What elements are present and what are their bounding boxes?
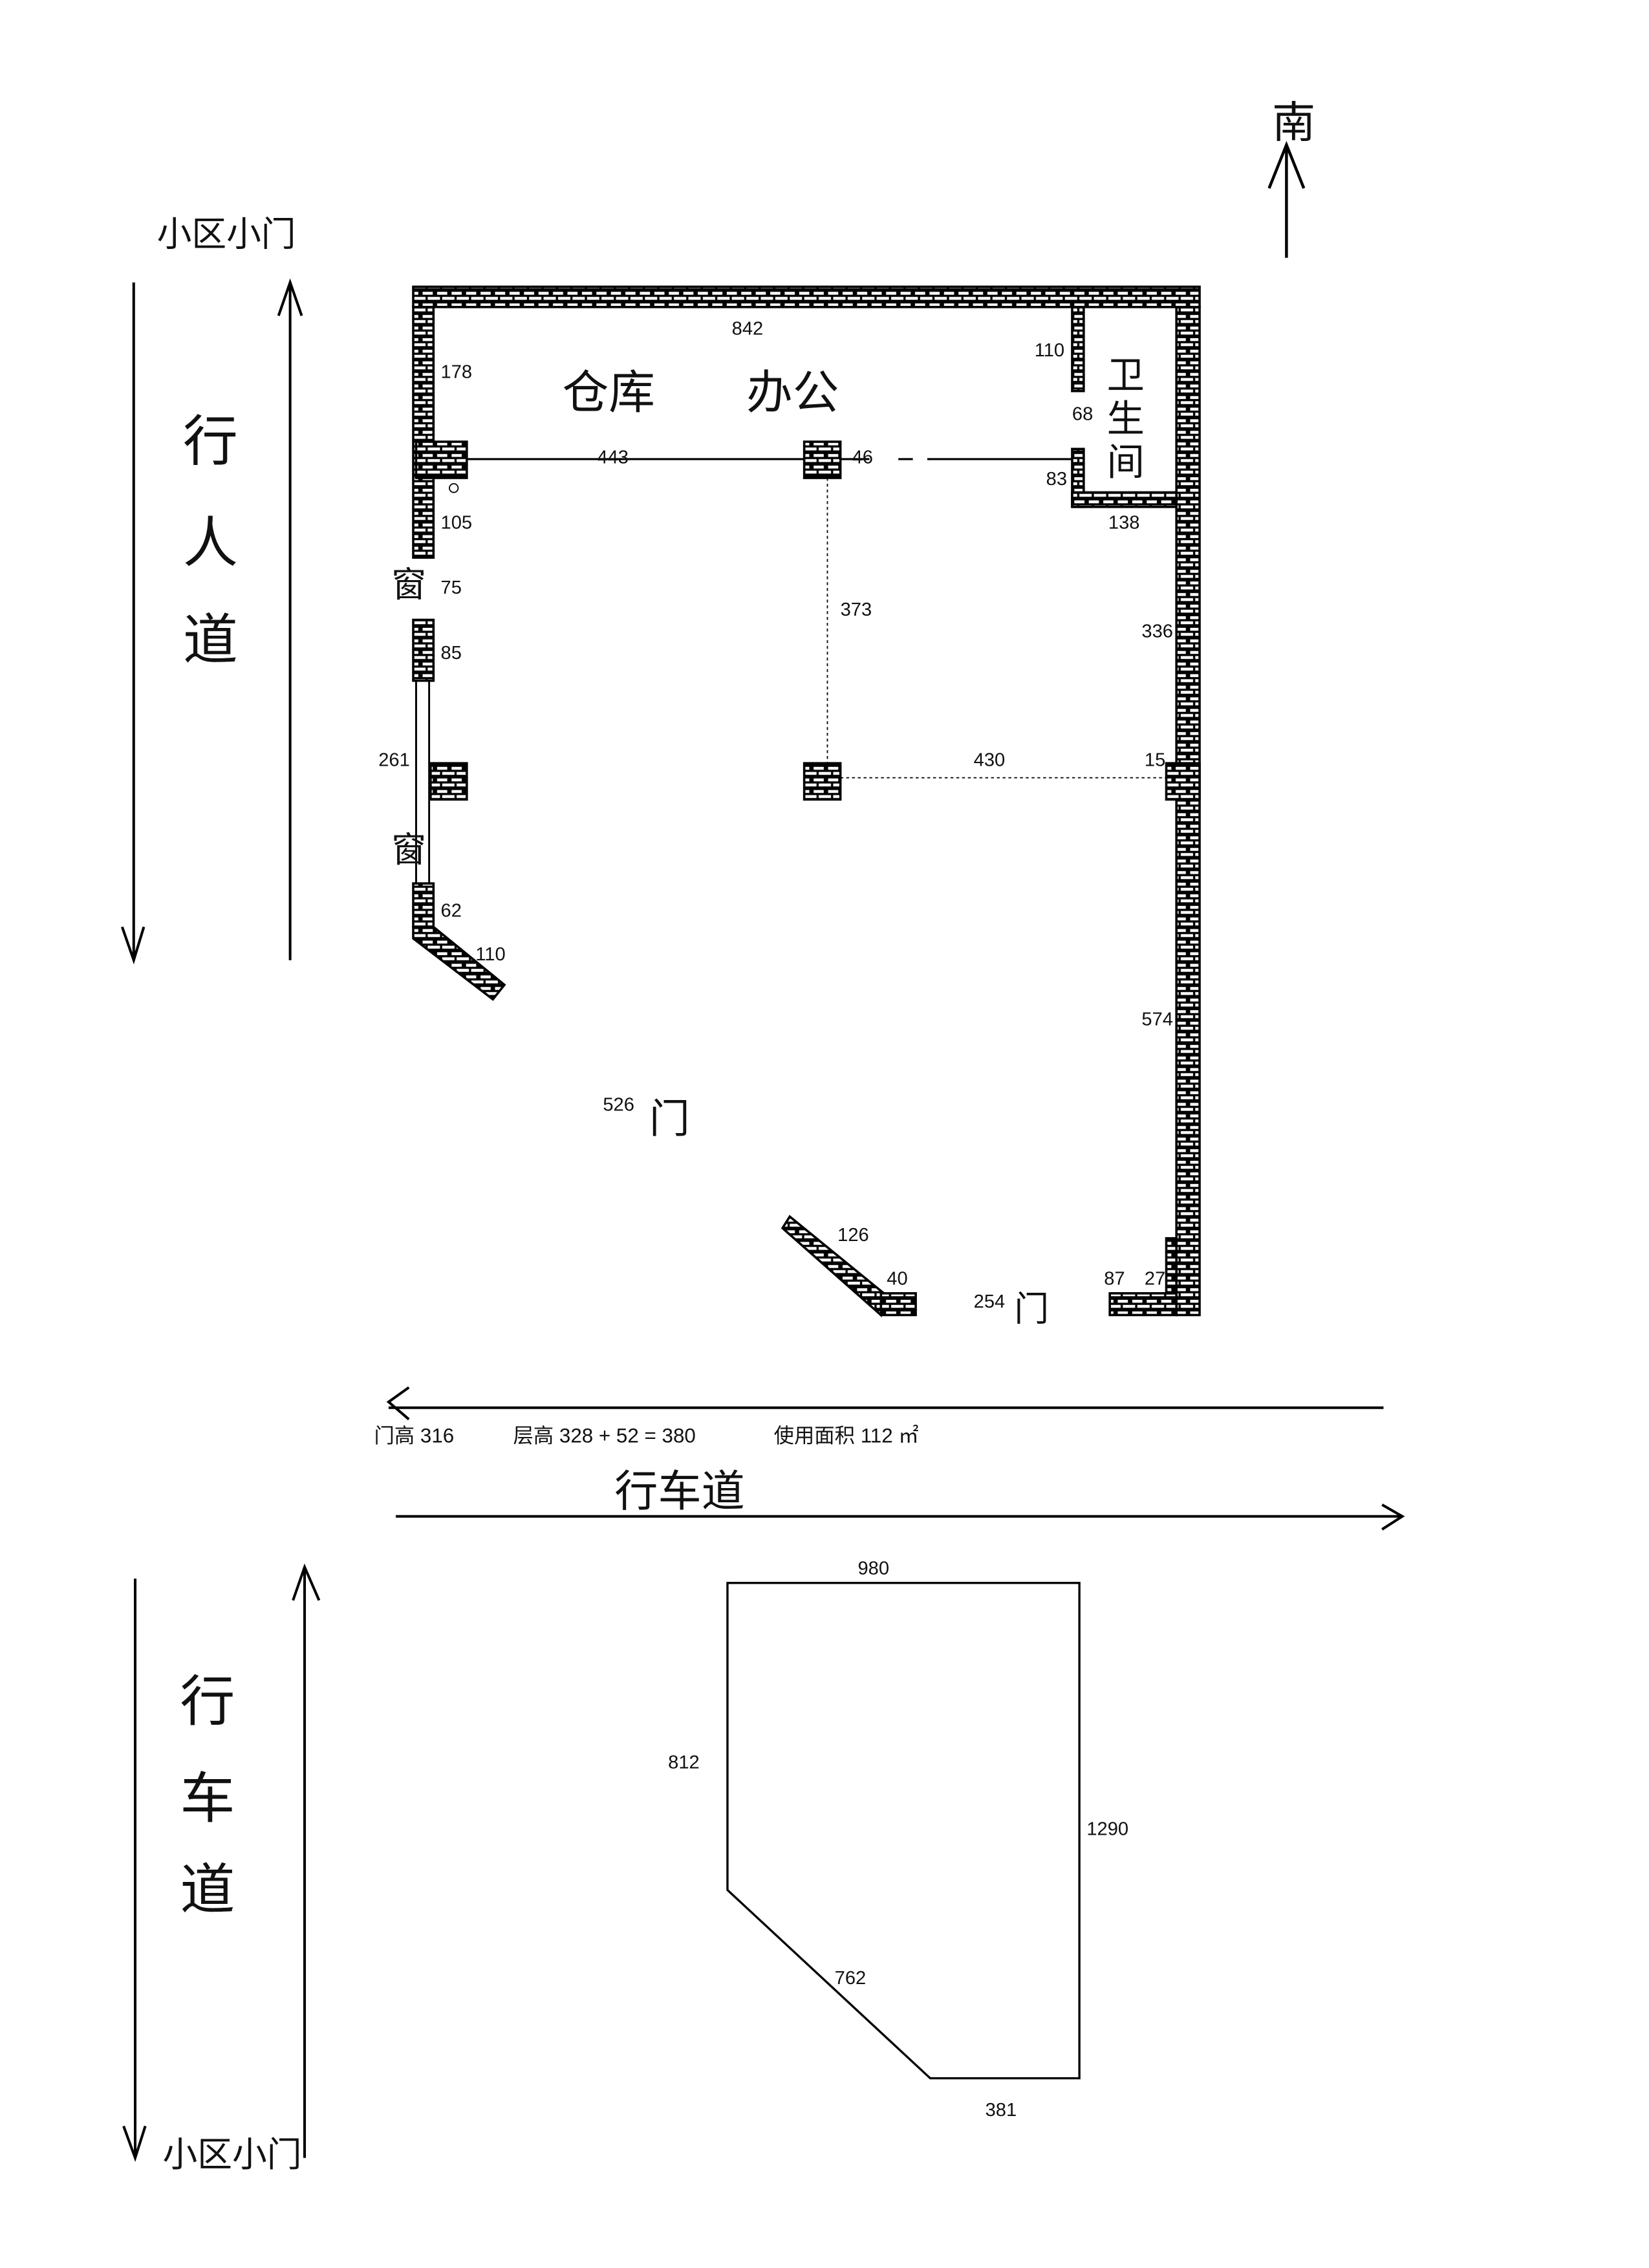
svg-text:254: 254: [974, 1291, 1006, 1312]
svg-text:27: 27: [1145, 1268, 1165, 1289]
svg-text:443: 443: [597, 448, 629, 468]
room-office: 办公: [746, 365, 839, 420]
walls: [412, 285, 1201, 1317]
arrow-up-icon: [277, 278, 303, 960]
door-label: 门: [649, 1095, 690, 1142]
column: [415, 440, 468, 479]
sidewalk-label: 行 人 道: [183, 410, 238, 673]
diagonal-wall-left: [412, 925, 506, 1001]
svg-text:87: 87: [1104, 1268, 1125, 1289]
svg-text:261: 261: [378, 750, 410, 771]
svg-text:生: 生: [1107, 396, 1145, 440]
svg-text:105: 105: [441, 512, 473, 533]
svg-text:110: 110: [1035, 340, 1064, 361]
svg-text:381: 381: [986, 2100, 1017, 2121]
svg-text:842: 842: [732, 318, 764, 339]
svg-text:46: 46: [852, 448, 873, 468]
svg-text:178: 178: [441, 362, 473, 383]
svg-text:980: 980: [858, 1558, 890, 1579]
left-wall-lower: [412, 882, 435, 929]
svg-text:人: 人: [183, 512, 238, 576]
window-label: 窗: [391, 565, 426, 605]
svg-text:15: 15: [1145, 750, 1165, 771]
north-arrow-icon: [1267, 140, 1306, 258]
window-label: 窗: [391, 829, 426, 870]
svg-text:行: 行: [180, 1670, 235, 1734]
south-compass: 南: [1267, 98, 1315, 258]
svg-text:40: 40: [887, 1268, 907, 1289]
dimension-labels: 842 178 110 68 83 138 443 46 105 75 85 2…: [378, 318, 1173, 1312]
site-outline: [726, 1582, 1081, 2080]
svg-text:126: 126: [837, 1225, 869, 1246]
svg-text:75: 75: [441, 578, 462, 598]
outline-dimensions: 980 812 1290 762 381: [668, 1558, 1128, 2121]
right-wall: [1175, 305, 1201, 1317]
arrow-right-icon: [396, 1504, 1405, 1531]
arrow-down-icon: [120, 282, 146, 965]
arrow-left-icon: [386, 1386, 1384, 1421]
room-bathroom: 卫 生 间: [1107, 353, 1145, 484]
compass-label: 南: [1272, 98, 1315, 148]
roadway-side-label: 行 车 道: [180, 1670, 235, 1922]
gate-bottom-label: 小区小门: [163, 2134, 302, 2175]
svg-text:110: 110: [475, 944, 505, 965]
door-label: 门: [1014, 1288, 1049, 1329]
door-height: 门高 316: [374, 1425, 455, 1447]
roadway-label: 行车道: [614, 1466, 745, 1517]
svg-text:373: 373: [841, 599, 872, 620]
marker-circle: [449, 483, 459, 493]
svg-text:762: 762: [835, 1968, 867, 1989]
caption: 门高 316 层高 328 + 52 = 380 使用面积 112 ㎡: [374, 1425, 919, 1447]
svg-text:间: 间: [1107, 440, 1145, 484]
bottom-wall-stub: [879, 1292, 917, 1317]
right-pier: [1165, 1237, 1178, 1295]
column: [803, 762, 842, 801]
column: [1165, 762, 1201, 801]
svg-text:车: 车: [180, 1767, 235, 1831]
svg-text:62: 62: [441, 901, 462, 922]
top-wall: [412, 285, 1201, 308]
window-frame: [415, 680, 431, 884]
room-warehouse: 仓库: [563, 365, 655, 420]
svg-text:道: 道: [180, 1859, 235, 1923]
svg-text:526: 526: [603, 1095, 634, 1116]
svg-text:574: 574: [1141, 1010, 1173, 1030]
bathroom-bottom-wall: [1071, 491, 1178, 508]
svg-text:430: 430: [974, 750, 1006, 771]
svg-text:行: 行: [183, 410, 238, 474]
usable-area: 使用面积 112 ㎡: [774, 1425, 919, 1447]
svg-text:812: 812: [668, 1752, 700, 1773]
svg-text:138: 138: [1108, 512, 1140, 533]
gate-top-label: 小区小门: [157, 214, 296, 255]
bathroom-wall-upper: [1071, 305, 1085, 393]
svg-text:道: 道: [183, 609, 238, 673]
svg-text:68: 68: [1072, 404, 1093, 424]
svg-text:1290: 1290: [1086, 1819, 1128, 1839]
column: [803, 440, 842, 479]
left-wall-upper: [412, 305, 435, 559]
svg-text:336: 336: [1141, 621, 1173, 642]
svg-text:卫: 卫: [1107, 353, 1145, 397]
column: [429, 762, 468, 801]
dotted-guides: [826, 478, 1167, 779]
floor-height: 层高 328 + 52 = 380: [513, 1425, 696, 1447]
arrow-down-icon: [122, 1579, 147, 2163]
bottom-wall-right: [1108, 1292, 1178, 1317]
left-wall-mid: [412, 618, 435, 682]
svg-text:83: 83: [1046, 469, 1067, 490]
svg-text:85: 85: [441, 643, 462, 664]
arrow-up-icon: [292, 1563, 321, 2158]
